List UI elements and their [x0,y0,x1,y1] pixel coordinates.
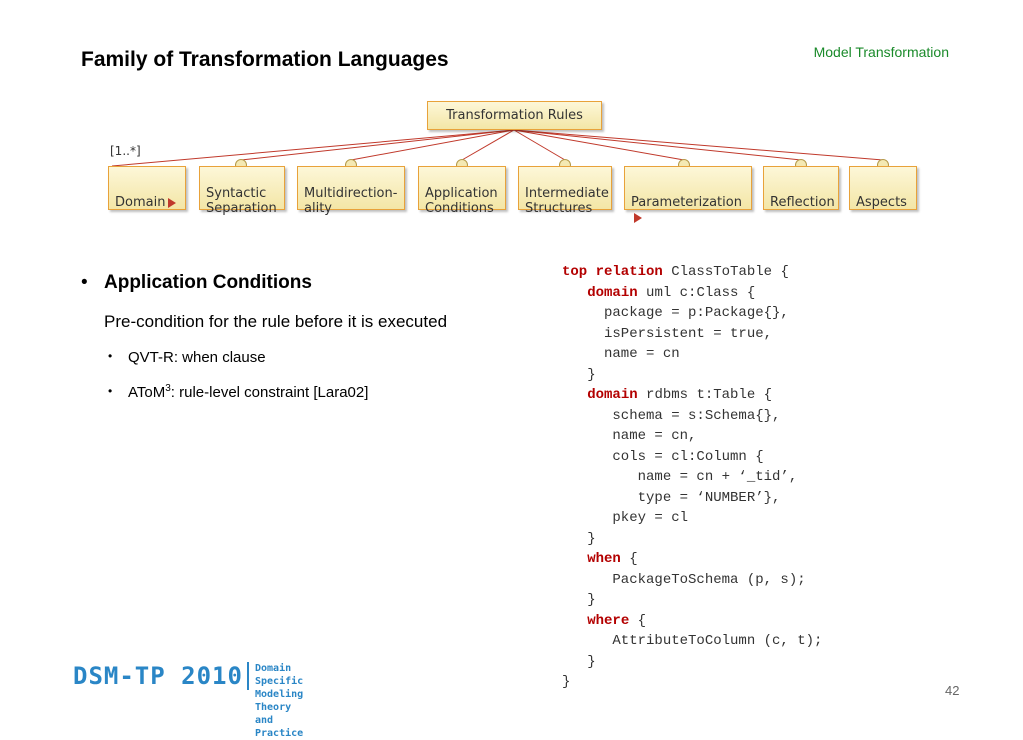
code-line: package = p:Package{}, [562,303,822,324]
code-keyword: where [587,612,630,629]
bullet-dot: • [81,272,88,293]
connector-line [513,129,802,161]
code-line: } [562,590,822,611]
diagram-node-multidirectionality: Multidirection- ality [297,166,405,216]
code-line: schema = s:Schema{}, [562,406,822,427]
code-line: domain uml c:Class { [562,283,822,304]
connector-line [350,129,515,161]
code-text: package = p:Package{}, [562,305,789,321]
code-text: ClassToTable { [662,264,789,280]
code-line: name = cn, [562,426,822,447]
connector-line [513,129,685,161]
bullet-sub-2-text: AToM3: rule-level constraint [Lara02] [128,383,369,402]
connector-line [513,129,884,161]
diagram-node-parameterization: Parameterization [624,166,752,223]
diagram-node-syntactic-separation: Syntactic Separation [199,166,285,216]
diagram-connectors [111,129,889,171]
diagram-node-label: Reflection [770,195,835,210]
code-line: top relation ClassToTable { [562,262,822,283]
code-keyword: domain [587,387,638,403]
bullet-description: Pre-condition for the rule before it is … [104,312,448,331]
code-line: when { [562,549,822,570]
code-line: PackageToSchema (p, s); [562,570,822,591]
code-text: } [562,366,596,383]
diagram-node-label: Intermediate Structures [525,186,609,216]
code-line: AttributeToColumn (c, t); [562,631,822,652]
diagram-node-label: Syntactic Separation [206,186,277,216]
bullet-main-text: Application Conditions [104,272,312,293]
diagram-node-application-conditions: Application Conditions [418,166,506,216]
code-text: name = cn, [562,428,697,444]
diagram-node-label: Multidirection- ality [304,186,398,216]
code-text: { [620,551,638,567]
connector-line [513,129,566,161]
code-text: rdbms t:Table { [637,387,773,403]
code-text: } [562,674,571,690]
code-text: name = cn + ‘_tid’, [562,469,798,485]
code-line: name = cn + ‘_tid’, [562,467,822,488]
code-text [562,387,587,403]
code-keyword: when [587,551,621,567]
code-text: isPersistent = true, [562,325,773,342]
diagram-node-label: Application Conditions [425,186,498,216]
code-listing: top relation ClassToTable { domain uml c… [562,262,822,693]
code-text [562,551,587,567]
code-line: where { [562,611,822,632]
diagram-node-reflection: Reflection [763,166,839,210]
code-text: } [562,592,596,608]
code-line: } [562,672,822,693]
diagram-node-label: Parameterization [631,195,742,210]
code-line: domain rdbms t:Table { [562,385,822,406]
code-keyword: top relation [562,264,663,280]
code-text [562,285,587,301]
bullet-sub-1-text: QVT-R: when clause [128,349,266,366]
section-label: Model Transformation [813,44,949,60]
logo-title: DSM-TP 2010 [73,662,243,690]
page-number: 42 [945,683,960,698]
code-line: cols = cl:Column { [562,447,822,468]
code-text: PackageToSchema (p, s); [562,571,806,588]
code-text: } [562,530,596,547]
code-text: { [629,612,647,629]
code-line: } [562,529,822,550]
arrow-head-icon [634,212,642,223]
diagram-node-aspects: Aspects [849,166,917,210]
diagram-node-label: Aspects [856,195,907,210]
code-text: type = ‘NUMBER’}, [562,489,781,506]
code-text: cols = cl:Column { [562,448,764,465]
diagram-node-domain: Domain [108,166,186,210]
diagram-node-intermediate-structures: Intermediate Structures [518,166,612,216]
code-line: type = ‘NUMBER’}, [562,488,822,509]
bullet-dot: • [108,349,113,363]
code-line: isPersistent = true, [562,324,822,345]
connector-line [111,129,515,167]
code-text: schema = s:Schema{}, [562,407,781,424]
connector-line [240,129,515,161]
code-text: name = cn [562,346,680,362]
arrow-head-icon [168,197,177,208]
bullet-dot: • [108,384,113,398]
code-text [562,613,587,629]
code-text: AttributeToColumn (c, t); [562,633,823,649]
code-line: name = cn [562,344,822,365]
diagram-node-label: Domain [115,195,166,210]
code-text: pkey = cl [562,510,689,526]
code-line: pkey = cl [562,508,822,529]
connector-line [461,129,515,161]
code-line: } [562,365,822,386]
code-keyword: domain [587,284,638,301]
logo-subtitle: Domain Specific Modeling Theory and Prac… [255,663,304,739]
multiplicity-label: [1..*] [110,144,141,158]
code-text: } [562,653,596,670]
code-text: uml c:Class { [637,284,756,301]
slide-title: Family of Transformation Languages [81,48,449,71]
diagram-root-box: Transformation Rules [427,101,602,130]
logo-divider [247,662,249,690]
code-line: } [562,652,822,673]
